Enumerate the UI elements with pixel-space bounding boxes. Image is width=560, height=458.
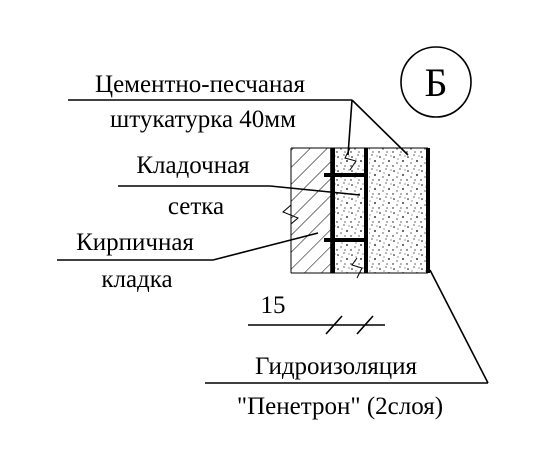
plaster-joint-bottom bbox=[351, 257, 363, 279]
section-marker-label: Б bbox=[425, 60, 448, 105]
brick-layer bbox=[290, 148, 332, 273]
label-waterproofing-line2: "Пенетрон" (2слоя) bbox=[237, 393, 443, 420]
leader-plaster bbox=[68, 99, 409, 156]
label-mesh-line1: Кладочная bbox=[136, 152, 250, 179]
label-plaster-line1: Цементно-песчаная bbox=[95, 71, 305, 98]
label-brick-line2: кладка bbox=[101, 266, 172, 293]
label-mesh-line2: сетка bbox=[168, 193, 224, 220]
label-waterproofing-line1: Гидроизоляция bbox=[255, 353, 418, 380]
label-plaster-line2: штукатурка 40мм bbox=[110, 106, 296, 133]
dimension-line bbox=[248, 315, 385, 335]
section-marker-circle bbox=[400, 46, 472, 118]
plaster-layer-inner bbox=[331, 148, 365, 273]
leader-waterproofing bbox=[205, 269, 489, 384]
plaster-layer-outer bbox=[369, 148, 427, 273]
leader-mesh bbox=[118, 185, 361, 196]
dimension-value: 15 bbox=[261, 292, 286, 319]
break-line bbox=[282, 148, 299, 273]
leader-brick bbox=[57, 232, 319, 261]
mesh-anchors bbox=[324, 173, 366, 242]
label-brick-line1: Кирпичная bbox=[76, 229, 194, 256]
